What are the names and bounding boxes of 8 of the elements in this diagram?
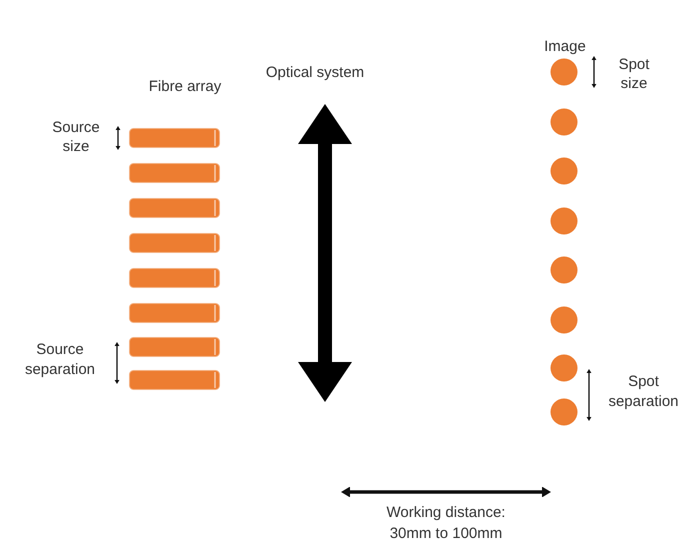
label-text: Spot size	[618, 55, 650, 93]
label-text: Source size	[51, 118, 101, 156]
label-text: Working distance: 30mm to 100mm	[386, 503, 506, 544]
heading-text: Optical system	[264, 63, 366, 83]
label-text: Source separation	[24, 340, 96, 380]
label-text: Fibre array	[148, 77, 222, 97]
label-text: Spot separation	[607, 372, 680, 412]
label-text: Image	[543, 37, 587, 57]
